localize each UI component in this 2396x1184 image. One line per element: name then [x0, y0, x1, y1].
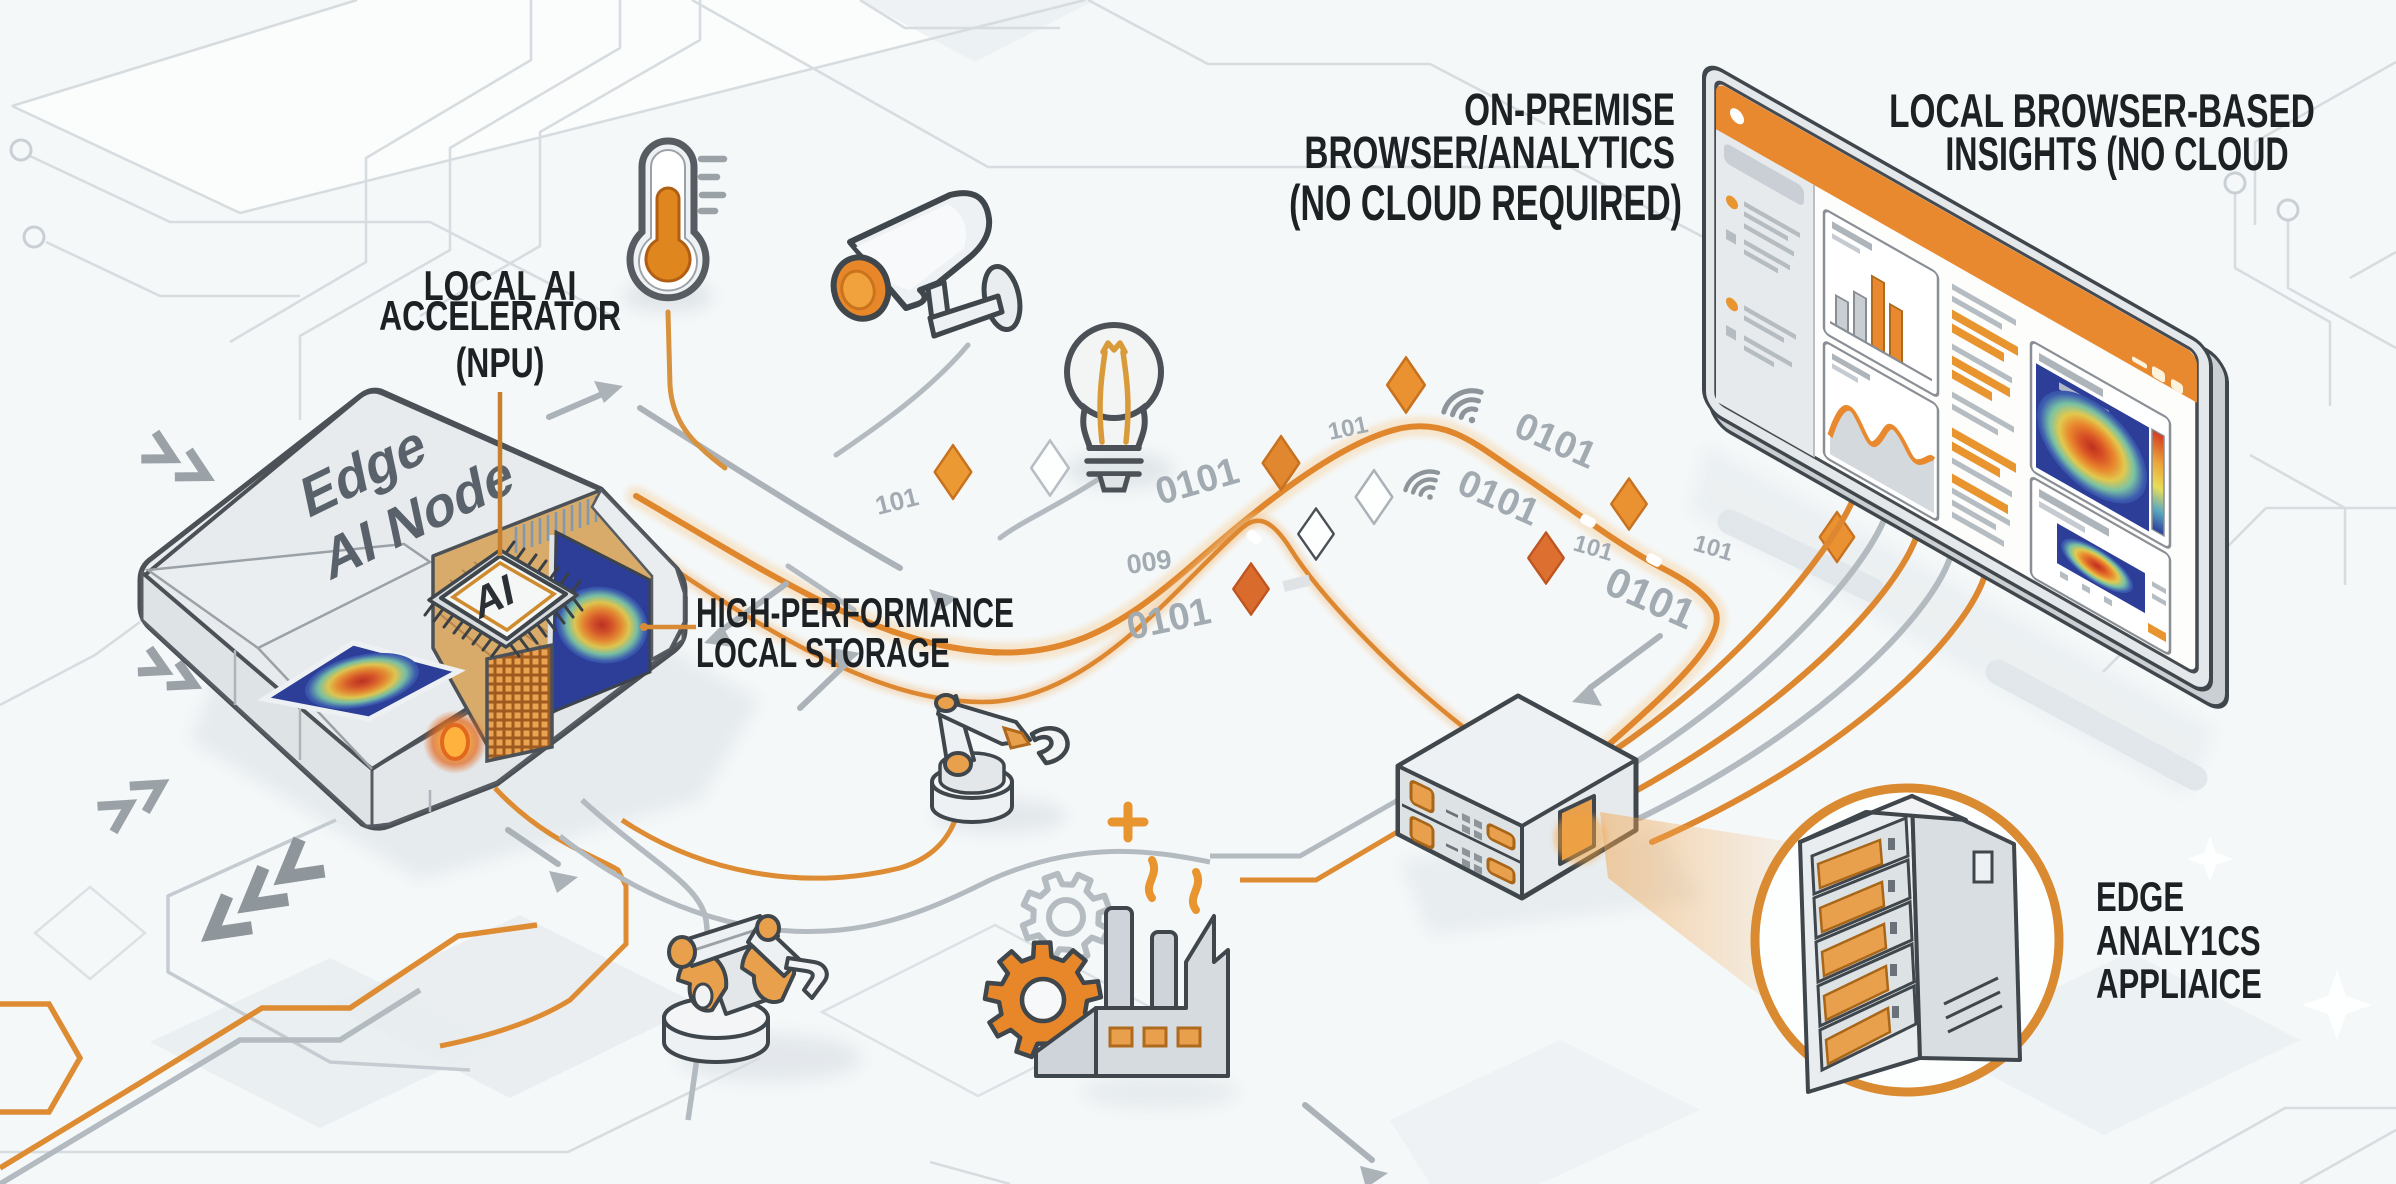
svg-text:ANALY1CS: ANALY1CS — [2096, 917, 2261, 964]
svg-text:APPLIAICE: APPLIAICE — [2096, 960, 2262, 1007]
svg-text:(NPU): (NPU) — [456, 339, 545, 386]
svg-text:ACCELERATOR: ACCELERATOR — [379, 292, 621, 339]
svg-text:LOCAL STORAGE: LOCAL STORAGE — [696, 629, 950, 677]
svg-text:ON-PREMISE: ON-PREMISE — [1464, 85, 1675, 135]
svg-text:HIGH-PERFORMANCE: HIGH-PERFORMANCE — [696, 589, 1014, 636]
svg-text:INSIGHTS (NO CLOUD: INSIGHTS (NO CLOUD — [1945, 128, 2288, 181]
svg-text:LOCAL AI: LOCAL AI — [424, 262, 577, 309]
svg-text:BROWSER/ANALYTICS: BROWSER/ANALYTICS — [1304, 128, 1675, 178]
svg-text:EDGE: EDGE — [2096, 873, 2184, 920]
svg-text:(NO CLOUD REQUIRED): (NO CLOUD REQUIRED) — [1289, 176, 1682, 232]
svg-text:009: 009 — [1125, 544, 1174, 580]
svg-text:LOCAL BROWSER-BASED: LOCAL BROWSER-BASED — [1889, 84, 2315, 137]
